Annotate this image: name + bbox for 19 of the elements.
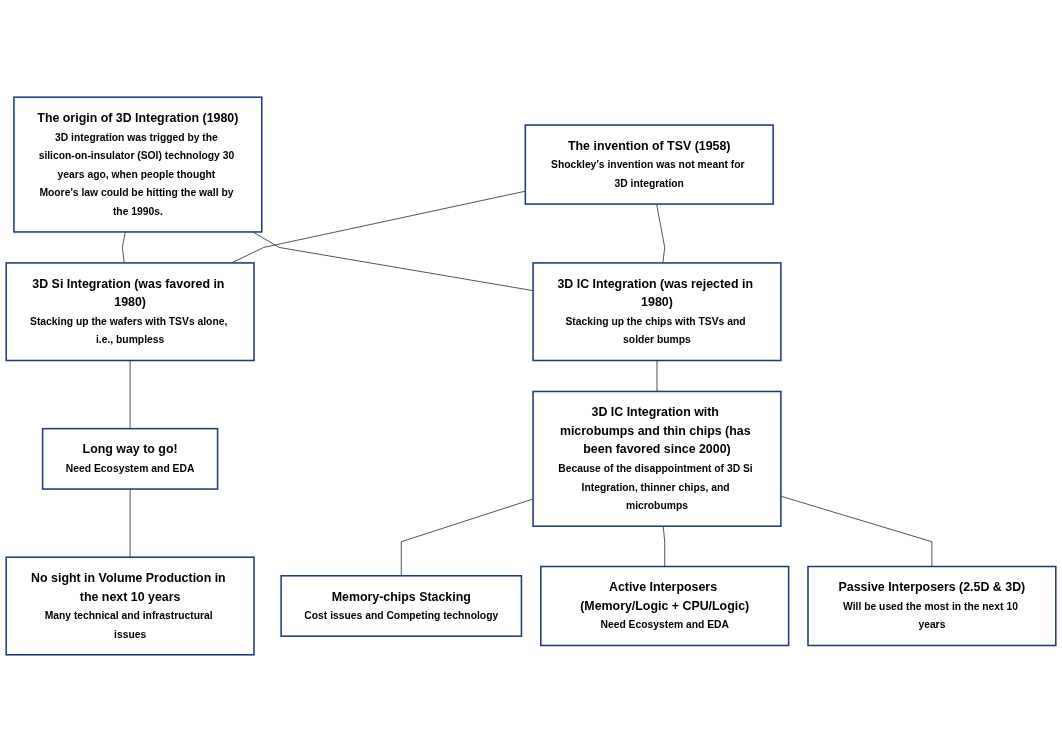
node-box: 3D Si Integration (was favored in 1980) Stacking up the wafers with TSVs alone, i.e., bumpless <box>5 262 255 362</box>
connector <box>400 498 534 577</box>
connector <box>129 488 131 558</box>
node-box: 3D IC Integration (was rejected in 1980) Stacking up the chips with TSVs and solder bumps <box>532 262 782 362</box>
node-box: Long way to go! Need Ecosystem and EDA <box>41 427 219 490</box>
connector <box>662 525 666 567</box>
connector <box>121 231 126 264</box>
node-box: Memory-chips Stacking Cost issues and Competing technology <box>280 575 523 637</box>
node-box: The invention of TSV (1958) Shockley’s invention was not meant for 3D integration <box>524 124 774 205</box>
node-box: No sight in Volume Production in the next 10 years Many technical and infrastructural issues <box>5 556 255 656</box>
connector <box>656 203 666 264</box>
node-box: Passive Interposers (2.5D & 3D) Will be used the most in the next 10 years <box>807 565 1057 647</box>
node-box: 3D IC Integration with microbumps and thin chips (has been favored since 2000) Because of the disappointment of 3D Si Integration, thinner chips, and microbumps <box>532 390 782 527</box>
node-box: Active Interposers (Memory/Logic + CPU/Logic) Need Ecosystem and EDA <box>540 565 790 647</box>
connector <box>656 360 658 392</box>
connector <box>252 231 534 291</box>
connector <box>780 495 933 567</box>
connector <box>129 360 131 430</box>
node-box: The origin of 3D Integration (1980) 3D integration was trigged by the silicon-on-insulator (SOI) technology 30 years ago, when people thought Moore’s law could be hitting the wall by the 1990s. <box>13 96 263 233</box>
